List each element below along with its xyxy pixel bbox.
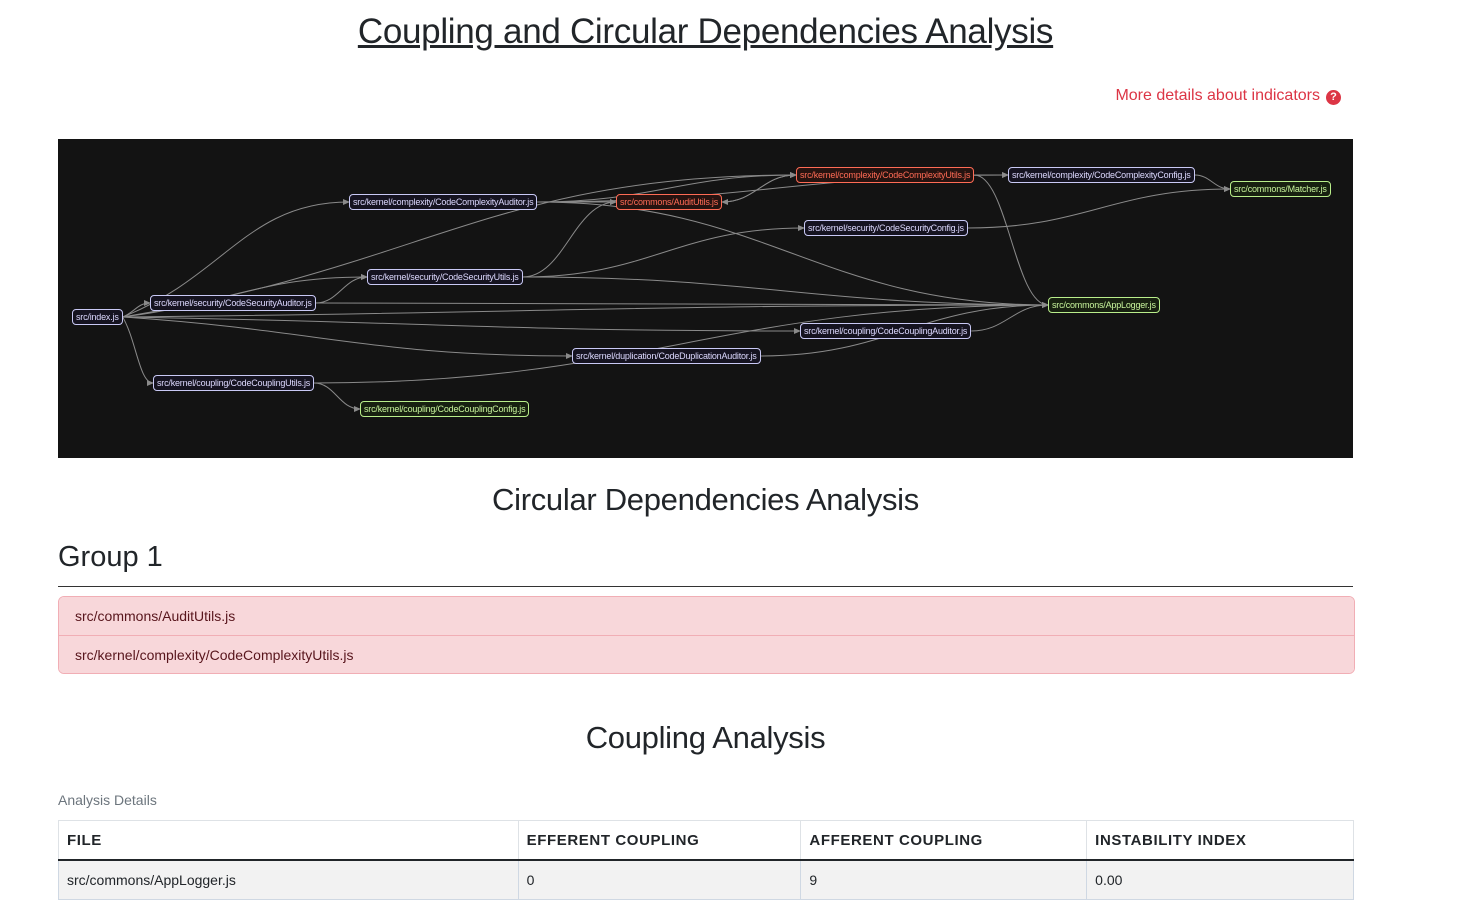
graph-edge: [315, 274, 368, 304]
cell-file: src/commons/AppLogger.js: [58, 859, 519, 900]
graph-edge: [314, 302, 1049, 384]
graph-node-app-logger[interactable]: src/commons/AppLogger.js: [1048, 297, 1160, 313]
graph-node-security-utils[interactable]: src/kernel/security/CodeSecurityUtils.js: [367, 269, 523, 285]
circular-file-item: src/commons/AuditUtils.js: [59, 597, 1354, 635]
table-caption: Analysis Details: [58, 792, 157, 808]
graph-node-security-config[interactable]: src/kernel/security/CodeSecurityConfig.j…: [804, 220, 968, 236]
graph-edge: [522, 199, 617, 278]
cell-afferent: 9: [800, 859, 1088, 900]
help-icon[interactable]: ?: [1326, 90, 1341, 105]
graph-node-security-auditor[interactable]: src/kernel/security/CodeSecurityAuditor.…: [150, 295, 316, 311]
column-header-efferent[interactable]: Efferent Coupling: [517, 820, 802, 861]
graph-edge: [971, 302, 1049, 332]
graph-node-coupling-auditor[interactable]: src/kernel/coupling/CodeCouplingAuditor.…: [800, 323, 972, 339]
graph-node-audit-utils[interactable]: src/commons/AuditUtils.js: [616, 194, 723, 210]
coupling-table: File Efferent Coupling Afferent Coupling…: [58, 820, 1354, 900]
group-divider: [58, 586, 1353, 587]
cell-instability: 0.00: [1086, 859, 1354, 900]
graph-edge: [974, 174, 1049, 308]
circular-group-list: src/commons/AuditUtils.js src/kernel/com…: [58, 596, 1355, 674]
dependency-graph[interactable]: src/index.js src/kernel/complexity/CodeC…: [58, 139, 1353, 458]
graph-edge: [122, 300, 151, 318]
column-header-file[interactable]: File: [58, 820, 519, 861]
circular-file-item: src/kernel/complexity/CodeComplexityUtil…: [59, 635, 1354, 673]
graph-node-complexity-auditor[interactable]: src/kernel/complexity/CodeComplexityAudi…: [349, 194, 538, 210]
graph-edge: [1194, 174, 1231, 192]
group-title: Group 1: [58, 541, 163, 573]
graph-node-coupling-config[interactable]: src/kernel/coupling/CodeCouplingConfig.j…: [360, 401, 530, 417]
graph-node-matcher[interactable]: src/commons/Matcher.js: [1230, 181, 1331, 197]
graph-node-duplication-auditor[interactable]: src/kernel/duplication/CodeDuplicationAu…: [572, 348, 761, 364]
graph-edge: [537, 172, 797, 203]
graph-edge: [522, 225, 805, 278]
graph-node-coupling-utils[interactable]: src/kernel/coupling/CodeCouplingUtils.js: [153, 375, 315, 391]
graph-node-index[interactable]: src/index.js: [72, 309, 123, 325]
graph-edge: [522, 276, 1049, 308]
column-header-instability[interactable]: Instability Index: [1086, 820, 1354, 861]
table-row: src/commons/AppLogger.js 0 9 0.00: [58, 859, 1354, 900]
indicators-details-link[interactable]: More details about indicators ?: [1115, 87, 1341, 105]
column-header-afferent[interactable]: Afferent Coupling: [800, 820, 1088, 861]
circular-dependencies-title: Circular Dependencies Analysis: [492, 482, 919, 517]
graph-edge: [314, 382, 361, 412]
graph-edge: [122, 316, 801, 334]
cell-efferent: 0: [517, 859, 802, 900]
table-header-row: File Efferent Coupling Afferent Coupling…: [58, 820, 1354, 861]
details-link-label: More details about indicators: [1115, 87, 1320, 104]
graph-edge: [122, 302, 1049, 318]
page-title: Coupling and Circular Dependencies Analy…: [357, 12, 1054, 51]
graph-node-complexity-utils[interactable]: src/kernel/complexity/CodeComplexityUtil…: [796, 167, 975, 183]
graph-edge: [122, 274, 368, 318]
graph-edge: [122, 316, 573, 359]
graph-edge: [122, 316, 154, 386]
coupling-analysis-title: Coupling Analysis: [585, 720, 826, 755]
graph-edge: [315, 301, 1049, 308]
graph-node-complexity-config[interactable]: src/kernel/complexity/CodeComplexityConf…: [1008, 167, 1195, 183]
graph-edge: [721, 174, 797, 205]
graph-edge: [967, 186, 1231, 229]
graph-edge: [537, 201, 1049, 308]
